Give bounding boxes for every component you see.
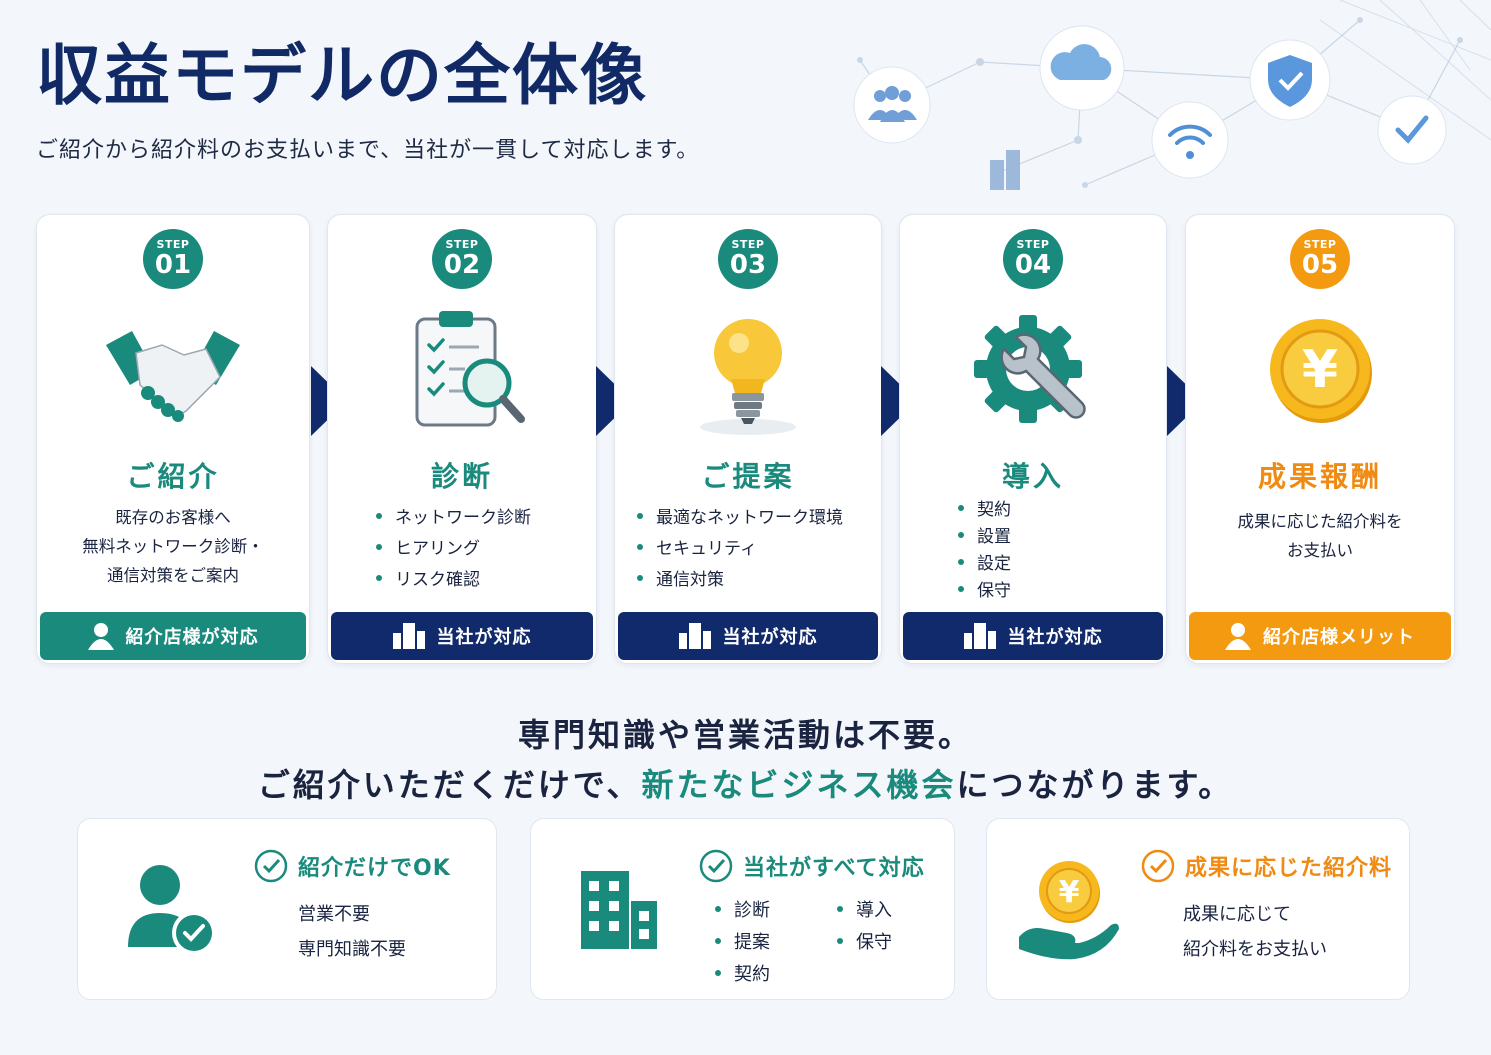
tagline-highlight: 新たなビジネス機会 [641,766,957,804]
step-description: 既存のお客様へ無料ネットワーク診断・通信対策をご案内 [82,508,264,585]
step-footer: 紹介店様が対応 [40,612,306,660]
step-items: 契約設置設定保守 [958,497,1011,605]
step-title: 診断 [430,460,493,493]
hand-coin-icon: ¥ [1019,861,1119,960]
benefit-items-left: 診断提案契約 [715,895,770,991]
page-title: 収益モデルの全体像 [36,37,648,114]
building-icon [581,871,657,949]
svg-text:¥: ¥ [1302,340,1338,400]
check-circle-icon [699,849,733,883]
gear-wrench-icon [974,315,1086,423]
person-icon [87,623,114,650]
benefit-lines: 成果に応じて紹介料をお支払い [1183,904,1327,960]
benefit-card-full-support: 当社がすべて対応 診断提案契約 導入保守 [530,818,955,1000]
tagline-line1: 専門知識や営業活動は不要。 [517,716,973,754]
check-circle-icon [254,849,288,883]
step-footer: 当社が対応 [903,612,1163,660]
building-icon [678,623,711,649]
clipboard-magnifier-icon [415,311,525,427]
person-icon [1225,623,1251,650]
step-items: ネットワーク診断ヒアリングリスク確認 [376,503,531,596]
benefit-title: 成果に応じた紹介料 [1141,849,1392,883]
lightbulb-icon [700,319,796,435]
benefit-lines: 営業不要専門知識不要 [298,904,406,960]
handshake-icon [106,331,240,422]
benefit-items-right: 導入保守 [837,895,892,959]
step-description: 成果に応じた紹介料をお支払い [1237,512,1403,560]
person-check-icon [128,865,216,955]
building-icon [963,623,996,649]
benefit-title: 当社がすべて対応 [699,849,925,883]
step-items: 最適なネットワーク環境セキュリティ通信対策 [637,503,843,596]
check-circle-icon [1141,849,1175,883]
step-title: 成果報酬 [1257,460,1382,493]
step-footer: 紹介店様メリット [1189,612,1451,660]
network-illustration [853,0,1491,190]
benefit-card-fee: ¥ 成果に応じた紹介料 成果に応じて紹介料をお支払い [986,818,1410,1000]
step-footer: 当社が対応 [618,612,878,660]
step-title: ご提案 [701,460,795,493]
page-subtitle: ご紹介から紹介料のお支払いまで、当社が一貫して対応します。 [36,138,700,163]
yen-coin-icon: ¥ [1270,319,1372,423]
benefit-title: 紹介だけでOK [254,849,451,883]
step-footer: 当社が対応 [331,612,593,660]
building-icon [392,623,425,649]
step-title: ご紹介 [126,460,220,493]
tagline-line2: ご紹介いただくだけで、新たなビジネス機会につながります。 [257,766,1234,804]
step-title: 導入 [1001,460,1064,493]
benefit-card-referral: 紹介だけでOK 営業不要専門知識不要 [77,818,497,1000]
svg-text:¥: ¥ [1059,875,1080,910]
